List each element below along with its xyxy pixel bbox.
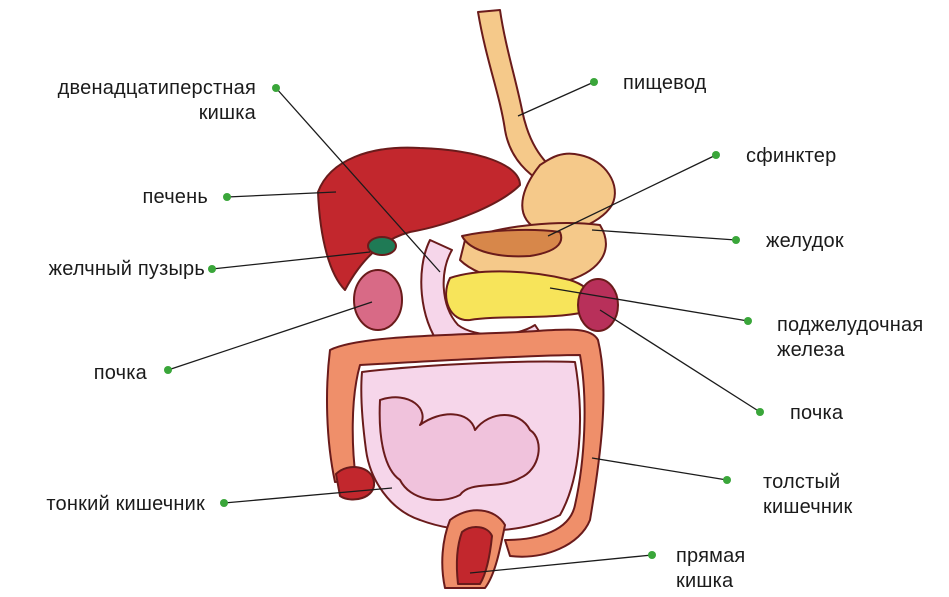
- label-small-intestine: тонкий кишечник: [46, 492, 205, 517]
- label-duodenum-line2: кишка: [58, 101, 256, 126]
- label-kidney-right: почка: [790, 401, 843, 426]
- label-rectum: прямая кишка: [676, 544, 745, 594]
- kidney-left-shape: [354, 270, 402, 330]
- marker-kidney-left: [164, 366, 172, 374]
- leader-esophagus: [518, 82, 594, 116]
- marker-rectum: [648, 551, 656, 559]
- label-gallbladder: желчный пузырь: [49, 257, 205, 282]
- leader-large-intestine: [592, 458, 727, 480]
- marker-stomach: [732, 236, 740, 244]
- leader-stomach: [592, 230, 736, 240]
- label-stomach: желудок: [766, 229, 844, 254]
- marker-sphincter: [712, 151, 720, 159]
- marker-duodenum: [272, 84, 280, 92]
- label-large-intestine-line2: кишечник: [763, 495, 852, 520]
- label-liver: печень: [143, 185, 209, 210]
- label-large-intestine-line1: толстый: [763, 470, 852, 495]
- marker-small-intestine: [220, 499, 228, 507]
- gallbladder-shape: [368, 237, 396, 255]
- marker-kidney-right: [756, 408, 764, 416]
- marker-gallbladder: [208, 265, 216, 273]
- label-pancreas: поджелудочная железа: [777, 313, 923, 363]
- label-kidney-left: почка: [94, 361, 147, 386]
- marker-pancreas: [744, 317, 752, 325]
- marker-liver: [223, 193, 231, 201]
- cecum-shape: [336, 467, 374, 500]
- marker-esophagus: [590, 78, 598, 86]
- label-esophagus: пищевод: [623, 71, 707, 96]
- marker-large-intestine: [723, 476, 731, 484]
- label-rectum-line2: кишка: [676, 569, 745, 594]
- label-pancreas-line2: железа: [777, 338, 923, 363]
- label-sphincter: сфинктер: [746, 144, 836, 169]
- label-duodenum: двенадцатиперстная кишка: [58, 76, 256, 126]
- kidney-right-shape: [578, 279, 618, 331]
- leader-kidney-right: [600, 310, 760, 412]
- organs: [318, 10, 618, 588]
- label-duodenum-line1: двенадцатиперстная: [58, 76, 256, 101]
- label-large-intestine: толстый кишечник: [763, 470, 852, 520]
- label-rectum-line1: прямая: [676, 544, 745, 569]
- label-pancreas-line1: поджелудочная: [777, 313, 923, 338]
